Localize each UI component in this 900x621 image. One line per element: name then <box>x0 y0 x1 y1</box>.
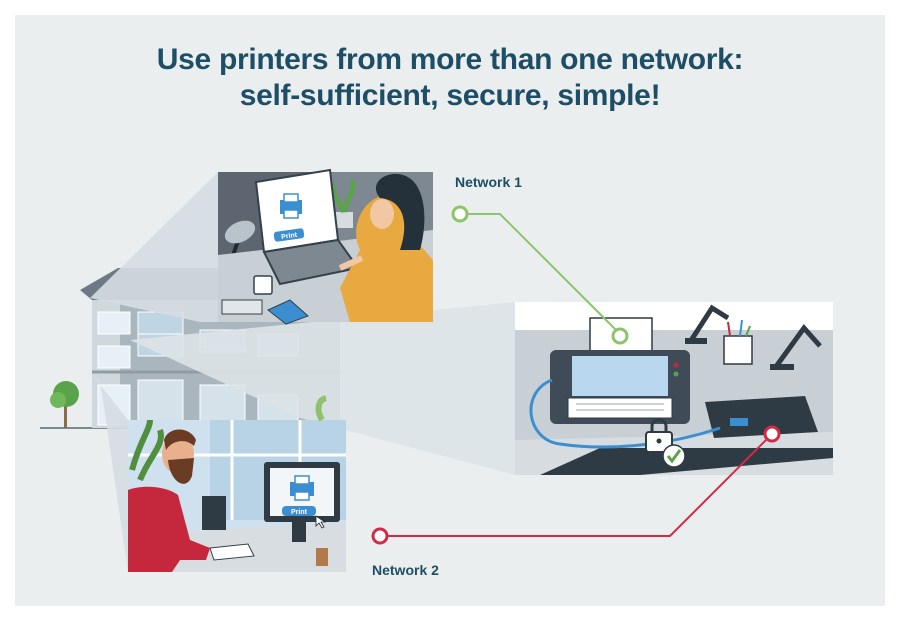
monitor-print-button[interactable] <box>282 506 316 516</box>
network-2-label: Network 2 <box>372 562 439 578</box>
network-printer <box>550 317 690 424</box>
zoom-connector-top <box>90 172 218 322</box>
zoom-connector-printer <box>130 302 515 475</box>
printer-icon <box>280 193 302 219</box>
network-node-icon <box>451 205 469 223</box>
title-line-2: self-sufficient, secure, simple! <box>239 79 661 112</box>
lock-icon <box>645 418 673 453</box>
network-router <box>705 396 818 438</box>
title-line-1: Use printers from more than one network: <box>156 43 744 76</box>
checkmark-icon <box>662 444 686 468</box>
laptop-print-button[interactable] <box>273 228 305 242</box>
office-scene-network-1 <box>218 168 433 325</box>
page-title: Use printers from more than one network:… <box>0 42 900 114</box>
tree <box>50 381 79 428</box>
network-node-icon <box>763 425 781 443</box>
monitor-print-button-label: Print <box>291 509 308 516</box>
network-node-icon <box>611 327 629 345</box>
network-1-connection <box>451 205 629 345</box>
printer-icon <box>290 475 314 501</box>
network-2-connection <box>371 425 781 545</box>
laptop-print-button-label: Print <box>281 232 298 241</box>
cursor-icon <box>315 515 327 529</box>
zoom-connector-bottom <box>90 372 128 572</box>
network-1-label: Network 1 <box>455 174 522 190</box>
laptop-print-dialog: Print <box>273 193 305 242</box>
monitor-print-dialog: Print <box>282 475 327 529</box>
network-node-icon <box>371 527 389 545</box>
